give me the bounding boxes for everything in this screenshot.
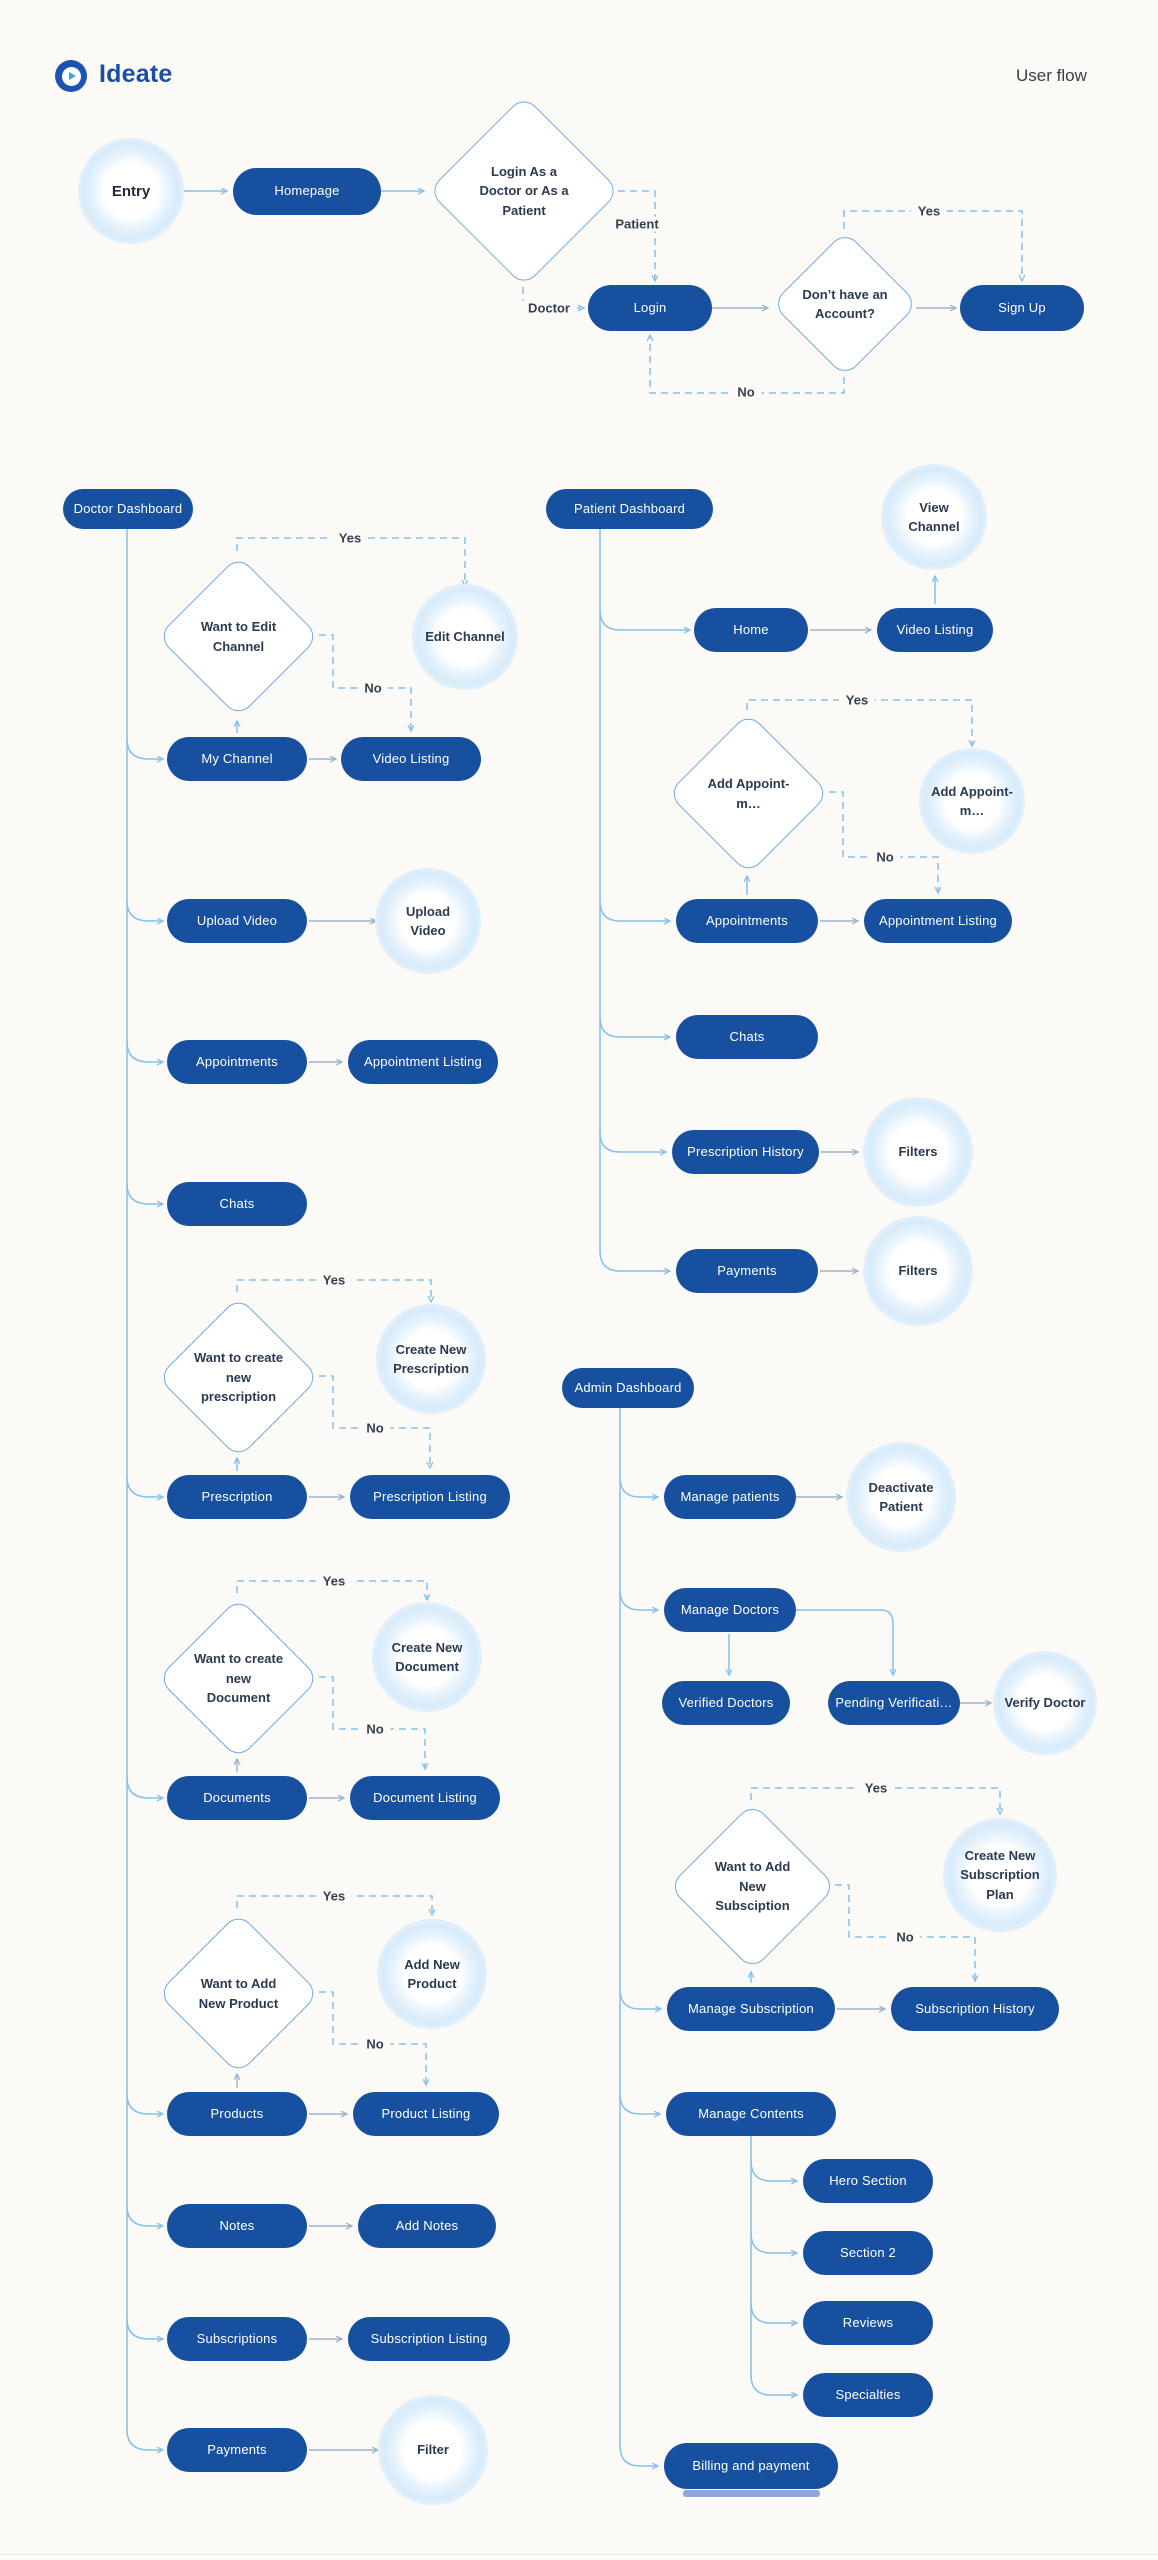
edge-label-yes: Yes xyxy=(838,692,876,708)
node-upload-video-action: Upload Video xyxy=(375,868,481,974)
node-hero-section: Hero Section xyxy=(803,2159,933,2203)
edge-label-no: No xyxy=(889,1929,921,1945)
edge-label-yes: Yes xyxy=(315,1888,353,1904)
node-verified-doctors: Verified Doctors xyxy=(662,1681,790,1725)
node-manage-contents: Manage Contents xyxy=(666,2092,836,2136)
node-pending-verification: Pending Verificati… xyxy=(828,1681,960,1725)
edge-label-yes: Yes xyxy=(331,530,369,546)
node-filters-prescriptions: Filters xyxy=(863,1097,973,1207)
node-reviews: Reviews xyxy=(803,2301,933,2345)
node-appointments-patient: Appointments xyxy=(676,899,818,943)
node-doctor-dashboard: Doctor Dashboard xyxy=(63,489,193,529)
node-subscriptions: Subscriptions xyxy=(167,2317,307,2361)
edge-label-no: No xyxy=(359,2036,391,2052)
node-billing-and-payment: Billing and payment xyxy=(664,2443,838,2489)
edge-label-yes: Yes xyxy=(315,1272,353,1288)
edge-label-no: No xyxy=(869,849,901,865)
edge-label-patient: Patient xyxy=(608,216,666,232)
node-products: Products xyxy=(167,2092,307,2136)
app-title: Ideate xyxy=(99,60,173,88)
edge-label-no: No xyxy=(359,1420,391,1436)
node-view-channel: View Channel xyxy=(881,464,987,570)
node-payments: Payments xyxy=(167,2428,307,2472)
chat-bubble-icon xyxy=(61,66,81,86)
node-patient-dashboard: Patient Dashboard xyxy=(546,489,713,529)
edge-label-yes: Yes xyxy=(910,203,948,219)
node-appointment-listing-patient: Appointment Listing xyxy=(864,899,1012,943)
edge-label-doctor: Doctor xyxy=(521,300,577,316)
node-manage-patients: Manage patients xyxy=(664,1475,796,1519)
edge-label-yes: Yes xyxy=(315,1573,353,1589)
node-subscription-listing: Subscription Listing xyxy=(348,2317,510,2361)
node-prescription: Prescription xyxy=(167,1475,307,1519)
node-payments-patient: Payments xyxy=(676,1249,818,1293)
play-icon xyxy=(68,72,76,80)
node-add-new-product: Add New Product xyxy=(377,1919,487,2029)
edge-label-no: No xyxy=(730,384,762,400)
edge-label-no: No xyxy=(357,680,389,696)
node-video-listing-patient: Video Listing xyxy=(877,608,993,652)
node-appointment-listing: Appointment Listing xyxy=(348,1040,498,1084)
node-edit-channel: Edit Channel xyxy=(412,584,518,690)
node-create-new-prescription: Create New Prescription xyxy=(376,1304,486,1414)
node-create-new-document: Create New Document xyxy=(372,1602,482,1712)
node-prescription-history: Prescription History xyxy=(672,1130,819,1174)
node-prescription-listing: Prescription Listing xyxy=(350,1475,510,1519)
bottom-divider xyxy=(0,2554,1158,2555)
node-entry: Entry xyxy=(78,138,184,244)
ideate-logo-icon xyxy=(55,60,87,92)
node-specialties: Specialties xyxy=(803,2373,933,2417)
node-add-appointment: Add Appoint-m… xyxy=(919,748,1025,854)
node-add-notes: Add Notes xyxy=(358,2204,496,2248)
node-login: Login xyxy=(588,285,712,331)
node-video-listing: Video Listing xyxy=(341,737,481,781)
edge-label-no: No xyxy=(359,1721,391,1737)
node-home: Home xyxy=(694,608,808,652)
node-chats: Chats xyxy=(167,1182,307,1226)
node-filter: Filter xyxy=(378,2395,488,2505)
horizontal-scrollbar[interactable] xyxy=(683,2490,820,2497)
node-notes: Notes xyxy=(167,2204,307,2248)
node-homepage: Homepage xyxy=(233,168,381,215)
node-manage-subscription: Manage Subscription xyxy=(667,1987,835,2031)
node-create-subscription-plan: Create New Subscription Plan xyxy=(943,1818,1057,1932)
edge-label-yes: Yes xyxy=(857,1780,895,1796)
node-my-channel: My Channel xyxy=(167,737,307,781)
node-chats-patient: Chats xyxy=(676,1015,818,1059)
node-admin-dashboard: Admin Dashboard xyxy=(562,1368,694,1408)
node-subscription-history: Subscription History xyxy=(891,1987,1059,2031)
node-section-2: Section 2 xyxy=(803,2231,933,2275)
node-manage-doctors: Manage Doctors xyxy=(664,1588,796,1632)
node-documents: Documents xyxy=(167,1776,307,1820)
page-title: User flow xyxy=(1016,66,1087,85)
node-deactivate-patient: Deactivate Patient xyxy=(846,1442,956,1552)
node-verify-doctor: Verify Doctor xyxy=(993,1651,1097,1755)
node-document-listing: Document Listing xyxy=(350,1776,500,1820)
node-upload-video: Upload Video xyxy=(167,899,307,943)
node-appointments: Appointments xyxy=(167,1040,307,1084)
node-filters-payments: Filters xyxy=(863,1216,973,1326)
node-product-listing: Product Listing xyxy=(353,2092,499,2136)
node-sign-up: Sign Up xyxy=(960,285,1084,331)
